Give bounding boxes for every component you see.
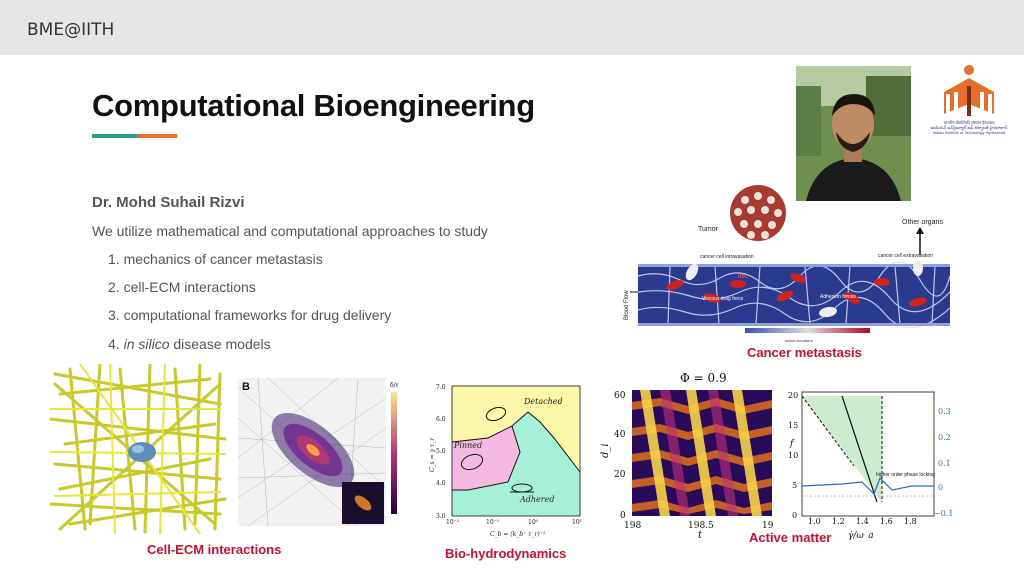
kymo-ytick: 60 <box>614 391 626 401</box>
colorbar-label: mean curvature <box>785 338 814 343</box>
metastasis-caption: Cancer metastasis <box>747 345 862 360</box>
kymo-y-label: d_i <box>600 443 611 458</box>
kymo-ytick: 40 <box>614 430 626 440</box>
cbar-label: δ/ℓ <box>390 382 399 389</box>
ytick: 6.0 <box>436 416 446 423</box>
list-item: 1. mechanics of cancer metastasis <box>108 251 323 267</box>
logo-text-english: Indian Institute of Technology Hyderabad <box>932 130 1006 135</box>
ytick: 4.0 <box>436 480 446 487</box>
blood-flow-label: Blood Flow <box>624 290 630 320</box>
phase-y2tick: 0 <box>938 483 943 492</box>
x-axis-label: C_b = (k_b⁻ τ_r)⁻¹ <box>490 531 545 538</box>
intravasation-label: cancer cell intravasation <box>700 254 754 260</box>
cell-ecm-caption: Cell-ECM interactions <box>147 542 282 557</box>
phase-xtick: 1.8 <box>904 517 917 526</box>
phase-x-label: γ̇/ω_a <box>848 531 874 540</box>
active-matter-caption: Active matter <box>749 530 832 545</box>
portrait-photo <box>796 66 911 201</box>
region-adhered: Adhered <box>519 495 554 504</box>
region-pinned: Pinned <box>453 441 482 450</box>
slide-title: Computational Bioengineering <box>92 88 535 123</box>
xtick: 10¹ <box>572 519 582 526</box>
adhesion-label: Adhesion forces <box>820 294 856 300</box>
extravasation-label: cancer cell extravasation <box>878 253 933 259</box>
logo-text-hindi: भारतीय प्रौद्योगिकी संस्थान हैदराबाद <box>943 120 995 125</box>
intro-text: We utilize mathematical and computationa… <box>92 223 488 239</box>
phase-ytick: 10 <box>788 451 798 460</box>
biohydro-figure: Detached Pinned Adhered 3.0 4.0 5.0 6.0 … <box>428 382 588 542</box>
phase-y2tick: 0.2 <box>938 433 951 442</box>
phase-y2tick: 0.3 <box>938 407 951 416</box>
ytick: 5.0 <box>436 448 446 455</box>
biohydro-caption: Bio-hydrodynamics <box>445 546 567 561</box>
org-label: BME@IITH <box>27 20 115 40</box>
phase-xtick: 1.0 <box>808 517 821 526</box>
list-item: 2. cell-ECM interactions <box>108 279 256 295</box>
phase-xtick: 1.2 <box>832 517 845 526</box>
viscous-label: Viscous drag force <box>702 296 744 302</box>
phase-y2tick: 0.1 <box>938 459 951 468</box>
kymo-xtick: 19 <box>762 521 774 531</box>
kymo-xtick: 198.5 <box>688 521 714 531</box>
title-underline-orange <box>137 134 177 138</box>
ytick: 3.0 <box>436 513 446 520</box>
list-item: 4. in silico disease models <box>108 336 271 352</box>
ytick: 7.0 <box>436 384 446 391</box>
y-axis-label: C_s = γ̇ τ_r <box>429 437 436 472</box>
kymo-title: Φ = 0.9 <box>680 371 727 385</box>
kymograph-figure: Φ = 0.9 0 20 40 60 198 198.5 19 t d <box>600 368 780 540</box>
list-item: 3. computational frameworks for drug del… <box>108 307 392 323</box>
kymo-xtick: 198 <box>624 521 641 531</box>
title-underline-teal <box>92 134 137 138</box>
kymo-ytick: 20 <box>614 470 626 480</box>
phase-ytick: 20 <box>788 391 798 400</box>
phase-annotation: higher order phase locking <box>876 472 935 478</box>
phase-xtick: 1.4 <box>856 517 869 526</box>
rbc-label: RBC <box>738 274 749 280</box>
kymo-ytick: 0 <box>620 511 626 521</box>
phase-ytick: 0 <box>792 511 797 520</box>
iith-logo: भारतीय प्रौद्योगिकी संस्थान हैदराबाद ఇండ… <box>931 64 1007 146</box>
xtick: 10⁻² <box>446 519 460 526</box>
phase-y2tick: −0.1 <box>934 509 953 518</box>
header-bar: BME@IITH <box>0 0 1024 55</box>
kymo-x-label: t <box>698 530 703 540</box>
phase-ytick: 15 <box>788 421 798 430</box>
fiber-network-figure <box>50 364 230 534</box>
phase-xtick: 1.6 <box>880 517 893 526</box>
phase-y-label: f <box>789 439 795 449</box>
phase-ytick: 5 <box>792 481 797 490</box>
deformation-heatmap-figure: B δ/ℓ <box>238 378 416 528</box>
xtick: 10⁻¹ <box>486 519 499 526</box>
region-detached: Detached <box>523 397 563 406</box>
metastasis-figure: Tumor Other organs cancer cell intravasa… <box>620 180 950 345</box>
author-name: Dr. Mohd Suhail Rizvi <box>92 194 245 211</box>
phase-plot-figure: higher order phase locking 0 5 10 15 20 … <box>782 382 962 540</box>
logo-text-telugu: ఇండియన్ ఇన్‌స్టిట్యూట్ ఆఫ్ టెక్నాలజీ హైద… <box>930 125 1008 130</box>
panel-letter: B <box>242 381 250 393</box>
tumor-label: Tumor <box>698 226 719 233</box>
xtick: 10⁰ <box>528 519 539 526</box>
organs-label: Other organs <box>902 219 943 226</box>
